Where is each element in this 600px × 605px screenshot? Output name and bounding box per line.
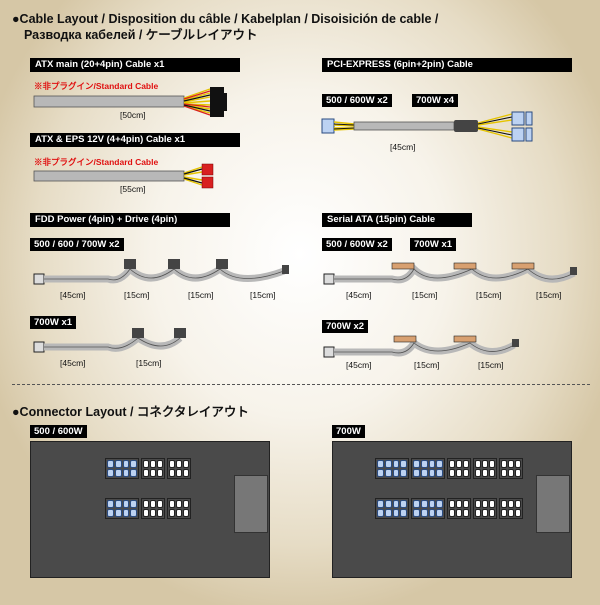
fdd-title: FDD Power (4pin) + Drive (4pin) (30, 213, 230, 227)
atx-eps-length: [55cm] (120, 184, 146, 194)
sata-length-a-3: [15cm] (476, 290, 502, 300)
atx-eps-title: ATX & EPS 12V (4+4pin) Cable x1 (30, 133, 240, 147)
connector-pcie-blue (375, 458, 409, 479)
atx-main-cable-illustration (33, 87, 227, 117)
connector-pcie-blue (411, 498, 445, 519)
fdd-length-a-4: [15cm] (250, 290, 276, 300)
sata-tag-700-x2: 700W x2 (322, 320, 369, 333)
connector-peripheral (499, 458, 523, 479)
sata-length-c-3: [15cm] (478, 360, 504, 370)
psu-panel-slot (234, 475, 268, 533)
atx-main-length: [50cm] (120, 110, 146, 120)
sata-length-c-1: [45cm] (346, 360, 372, 370)
fdd-length-a-1: [45cm] (60, 290, 86, 300)
atx-eps-note: ※非プラグイン/Standard Cable (34, 157, 159, 167)
fdd-cable-illustration-a (33, 259, 289, 285)
sata-length-a-4: [15cm] (536, 290, 562, 300)
fdd-length-b-2: [15cm] (136, 358, 162, 368)
connector-peripheral (499, 498, 523, 519)
connector-pcie-blue (411, 458, 445, 479)
connector-peripheral (473, 498, 497, 519)
connector-pcie-blue (105, 498, 139, 519)
psu-panel-700 (332, 441, 572, 578)
fdd-length-a-2: [15cm] (124, 290, 150, 300)
sata-cable-illustration-a (323, 262, 577, 285)
pcie-length: [45cm] (390, 142, 416, 152)
fdd-tag-all: 500 / 600 / 700W x2 (30, 238, 124, 251)
fdd-length-b-1: [45cm] (60, 358, 86, 368)
pcie-tag-500-600: 500 / 600W x2 (322, 94, 392, 107)
atx-main-note: ※非プラグイン/Standard Cable (34, 81, 159, 91)
connector-pcie-blue (105, 458, 139, 479)
connector-pcie-blue (375, 498, 409, 519)
atx-eps-cable-illustration (33, 163, 214, 189)
fdd-cable-illustration-b (33, 328, 186, 353)
connector-peripheral (141, 498, 165, 519)
sata-length-a-1: [45cm] (346, 290, 372, 300)
atx-main-title: ATX main (20+4pin) Cable x1 (30, 58, 240, 72)
sata-tag-500-600: 500 / 600W x2 (322, 238, 392, 251)
sata-title: Serial ATA (15pin) Cable (322, 213, 472, 227)
sata-cable-illustration-c (323, 335, 519, 358)
connector-peripheral (167, 498, 191, 519)
psu-panel-slot (536, 475, 570, 533)
fdd-length-a-3: [15cm] (188, 290, 214, 300)
sata-length-a-2: [15cm] (412, 290, 438, 300)
cable-layout-title-line1: ●Cable Layout / Disposition du câble / K… (12, 12, 439, 26)
sata-length-c-2: [15cm] (414, 360, 440, 370)
connector-peripheral (447, 498, 471, 519)
connector-peripheral (141, 458, 165, 479)
connector-peripheral (167, 458, 191, 479)
cable-layout-title-line2: Разводка кабелей / ケーブルレイアウト (24, 28, 258, 42)
connector-peripheral (473, 458, 497, 479)
psu-panel-500-600 (30, 441, 270, 578)
pcie-cable-illustration (321, 111, 533, 142)
connector-label-700: 700W (332, 425, 365, 438)
section-divider (12, 384, 590, 385)
pcie-title: PCI-EXPRESS (6pin+2pin) Cable (322, 58, 572, 72)
connector-peripheral (447, 458, 471, 479)
fdd-tag-700: 700W x1 (30, 316, 77, 329)
connector-label-500-600: 500 / 600W (30, 425, 87, 438)
sata-tag-700: 700W x1 (410, 238, 457, 251)
connector-layout-title: ●Connector Layout / コネクタレイアウト (12, 405, 249, 419)
pcie-tag-700: 700W x4 (412, 94, 459, 107)
